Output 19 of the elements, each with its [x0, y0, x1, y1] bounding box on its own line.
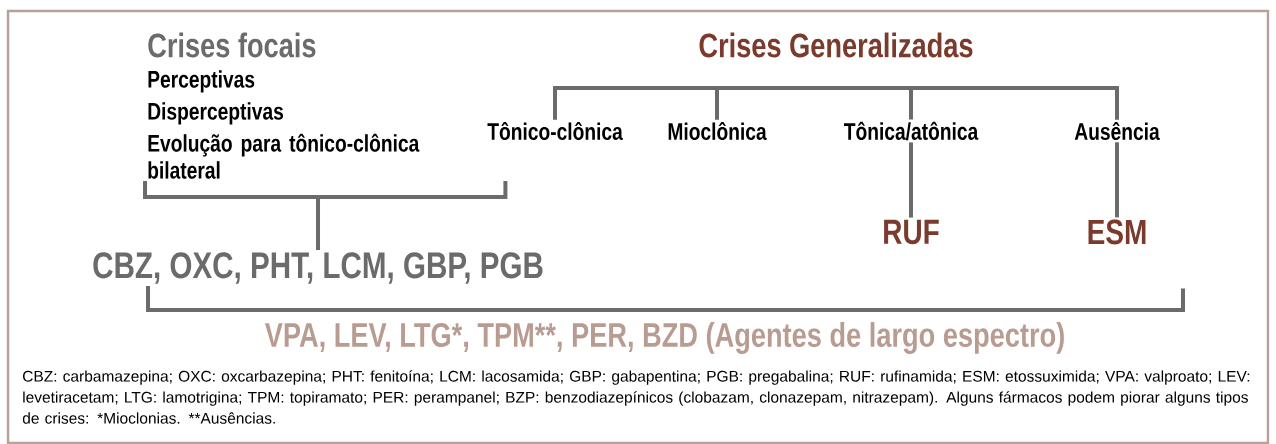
drug-list: CBZ, OXC, PHT, LCM, GBP, PGB	[93, 252, 543, 284]
seizure-type-label: Tônica/atônica	[844, 121, 979, 141]
caption: CBZ: carbamazepina; OXC: oxcarbazepina; PHT: fenitoína; LCM: lacosamida; GBP: gabapentina; PGB: pregabalina; RUF: rufinamida; ESM: etossuximida; VPA: valproato; LEV: levetiracetam; LTG: lamotrigina; TPM: topiramato; PER: perampanel; BZP: benzodiazepínicos (clobazam, clonazepam, nitrazepam). Alguns fármacos podem piorar alguns tipos de crises: *Mioclonias. **Ausências.	[22, 370, 1250, 424]
bracket-line	[715, 86, 836, 120]
item-list: Perceptivas Disperceptivas Evolução para tônico-clônica bilateral	[148, 70, 420, 179]
bracket-line	[909, 142, 913, 218]
bracket-line	[836, 86, 1119, 120]
drug-label: RUF	[884, 219, 939, 245]
seizure-type-label: Tônico-clônica	[487, 121, 623, 141]
drug-list: VPA, LEV, LTG*, TPM**, PER, BZD (Agentes de largo espectro)	[264, 322, 1064, 354]
bracket-line	[143, 179, 508, 252]
seizure-type-label: Ausência	[1074, 121, 1160, 141]
heading: Crises Generalizadas	[699, 32, 973, 58]
drug-label: ESM	[1088, 219, 1146, 245]
seizure-type-label: Mioclônica	[668, 121, 767, 141]
bracket-line	[146, 285, 665, 312]
bracket-line	[1115, 142, 1119, 218]
heading: Crises focais	[148, 32, 316, 58]
bracket-line	[665, 288, 1185, 312]
